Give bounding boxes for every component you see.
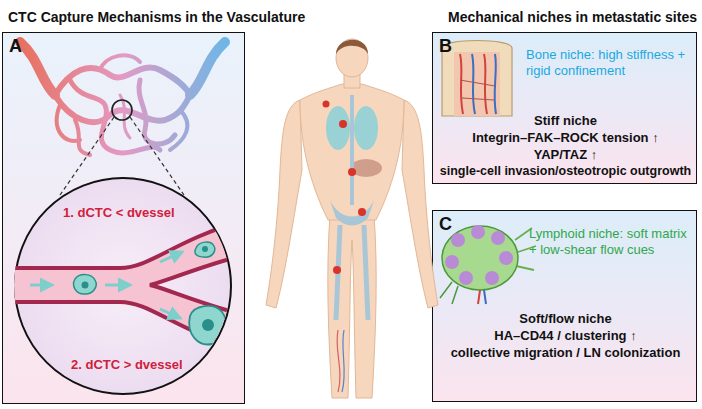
human-organs-part — [339, 120, 347, 128]
human-organs-part — [333, 266, 341, 274]
niche-body: Stiff niche — [433, 113, 698, 129]
section-heading: CTC Capture Mechanisms in the Vasculatur… — [8, 9, 305, 27]
human-organs-part — [350, 95, 354, 205]
panel-letter: A — [9, 35, 22, 58]
human-organs-part — [364, 225, 368, 320]
niche-body: Soft/flow niche — [433, 311, 698, 327]
section-heading: Mechanical niches in metastatic sites — [448, 9, 697, 27]
niche-body: Integrin–FAK–ROCK tension ↑ — [433, 130, 698, 146]
human-figure — [266, 39, 438, 398]
panel-box: C Lymphoid niche: soft matrix + low-shear… — [432, 210, 697, 402]
niche-heading: Bone niche: high stiffness + rigid confi… — [526, 47, 694, 80]
panel-box: B Bone niche: high stiffness + rigid conf… — [432, 32, 697, 184]
panel-letter: C — [439, 213, 452, 236]
human-organs — [323, 95, 383, 392]
human-organs-part — [337, 330, 340, 392]
human-organs-part — [354, 106, 378, 150]
niche-body: YAP/TAZ ↑ — [433, 147, 698, 163]
mechanism-label: 1. dCTC < dvessel — [63, 205, 175, 221]
human-hair — [336, 40, 368, 54]
human-figure-part — [344, 72, 360, 88]
human-organs-part — [350, 159, 382, 177]
zoom-circle-shape — [15, 178, 231, 394]
niche-body: collective migration / LN colonization — [433, 345, 698, 361]
human-organs-part — [348, 168, 356, 176]
human-hair-part — [336, 40, 368, 54]
human-organs-part — [342, 330, 344, 392]
human-figure-part — [336, 39, 368, 77]
panel-letter: B — [439, 35, 452, 58]
human-organs-part — [330, 200, 374, 226]
zoom-circle: 1. dCTC < dvessel 2. dCTC > dvessel — [13, 176, 233, 396]
niche-body: single-cell invasion/osteotropic outgrow… — [433, 164, 698, 180]
panel-box: A 1. dCTC < dvessel 2. dCTC > dvessel — [2, 32, 245, 404]
human-figure-part — [266, 100, 302, 308]
human-figure-part — [300, 84, 404, 220]
human-organs-part — [326, 106, 350, 150]
human-figure-part — [328, 215, 376, 398]
niche-heading: Lymphoid niche: soft matrix + low-shear … — [529, 226, 694, 259]
human-organs-part — [323, 101, 330, 108]
mechanism-label: 2. dCTC > dvessel — [71, 357, 183, 373]
human-organs-part — [336, 225, 340, 320]
human-organs-part — [358, 208, 366, 216]
niche-body: HA–CD44 / clustering ↑ — [433, 328, 698, 344]
